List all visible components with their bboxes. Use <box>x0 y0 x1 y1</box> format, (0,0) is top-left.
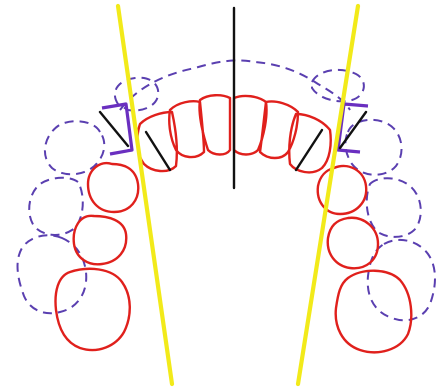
yellow-reference-lines <box>118 6 358 384</box>
first-molar-left <box>56 269 130 350</box>
right-outer-diagonal <box>340 112 366 148</box>
projected-arch-outline <box>18 60 435 320</box>
second-premolar-left <box>74 216 127 264</box>
projected-left-molar <box>18 235 87 313</box>
right-yellow-line <box>298 6 358 384</box>
projected-right-premolar-2 <box>367 178 421 237</box>
canine-left <box>137 112 176 171</box>
first-molar-right <box>336 271 412 353</box>
left-inner-diagonal <box>146 132 170 170</box>
canine-right <box>289 114 330 172</box>
first-premolar-left <box>88 163 138 212</box>
right-inner-diagonal <box>296 130 322 170</box>
projected-left-premolar-2 <box>29 178 83 235</box>
